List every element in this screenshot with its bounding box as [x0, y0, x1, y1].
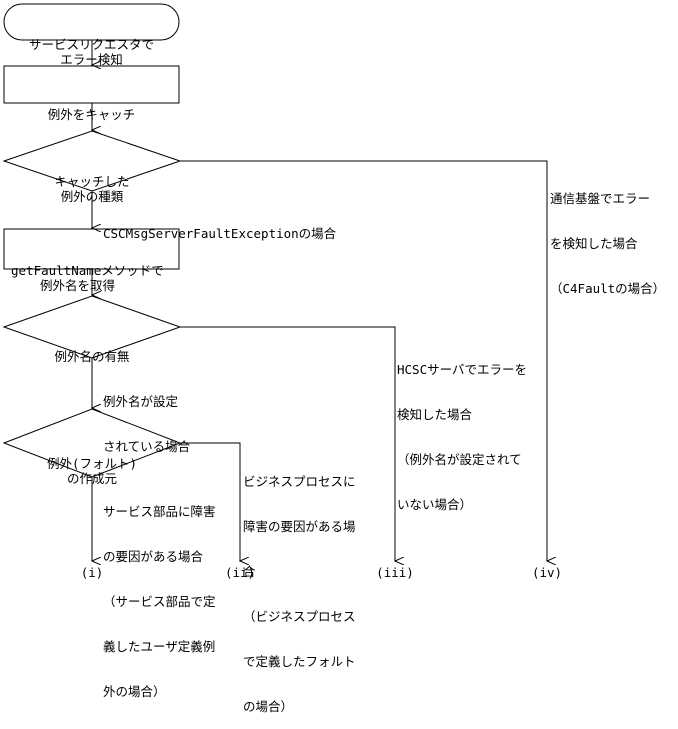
get-fault-name-label: getFaultNameメソッドで例外名を取得: [11, 263, 164, 293]
label-cscmsg-exception: CSCMsgServerFaultExceptionの場合: [103, 226, 337, 241]
label-name-set: 例外名が設定 されている場合: [103, 394, 191, 454]
catch-label: 例外をキャッチ: [47, 107, 136, 122]
label-comm-error: 通信基盤でエラー を検知した場合 （C4Faultの場合）: [550, 191, 666, 296]
exception-origin-label: 例外(フォルト)の作成元: [46, 456, 138, 486]
outcome-iv: (iv): [531, 565, 563, 580]
flowchart: [2, 3, 678, 587]
outcome-i: (i): [80, 565, 104, 580]
edge-origin-to-ii: [180, 442, 240, 561]
edge-type-to-iv: [180, 160, 547, 561]
start-label: サービスリクエスタでエラー検知: [28, 37, 154, 67]
outcome-ii: (ii): [224, 565, 256, 580]
edge-name-to-iii: [180, 326, 395, 561]
outcome-iii: (iii): [376, 565, 414, 580]
exception-type-label: キャッチした例外の種類: [54, 174, 130, 204]
exception-name-label: 例外名の有無: [54, 349, 130, 364]
label-hcsc-error: HCSCサーバでエラーを 検知した場合 （例外名が設定されて いない場合）: [397, 362, 527, 512]
catch-process: [3, 65, 180, 104]
label-service-component: サービス部品に障害 の要因がある場合 （サービス部品で定 義したユーザ定義例 外…: [103, 504, 216, 699]
